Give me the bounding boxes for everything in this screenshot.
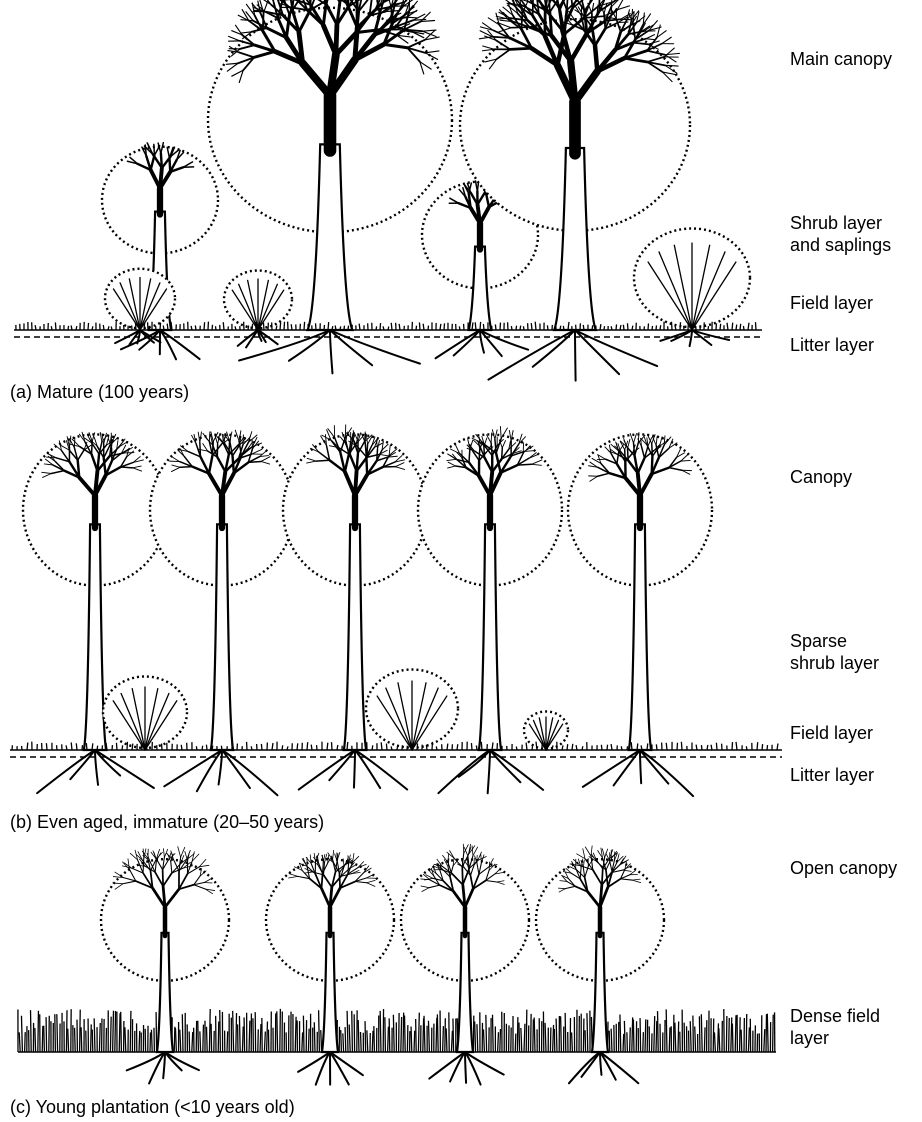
canopy-tree-2 xyxy=(150,430,294,795)
mature-trees xyxy=(102,0,750,381)
label-field-layer: Field layer xyxy=(790,722,873,744)
label-dense-field-layer: Dense field layer xyxy=(790,1005,880,1049)
even-aged-woodland-illustration xyxy=(0,410,922,840)
canopy-tree-5 xyxy=(568,433,712,797)
dense-field-layer xyxy=(18,1009,776,1052)
label-field-layer: Field layer xyxy=(790,292,873,314)
mature-woodland-illustration xyxy=(0,0,922,410)
panel-young-plantation: Open canopy Dense field layer (c) Young … xyxy=(0,840,922,1122)
panel-mature: Main canopy Shrub layer and saplings Fie… xyxy=(0,0,922,410)
shrub-middle xyxy=(366,670,458,751)
shrub-left xyxy=(103,677,187,751)
label-shrub-layer: Shrub layer and saplings xyxy=(790,212,891,256)
label-litter-layer: Litter layer xyxy=(790,334,874,356)
even-aged-trees xyxy=(23,425,712,796)
panel-even-aged: Canopy Sparse shrub layer Field layer Li… xyxy=(0,410,922,840)
sapling-mid xyxy=(224,271,292,348)
tree-large-right xyxy=(460,0,690,381)
caption-young-plantation: (c) Young plantation (<10 years old) xyxy=(10,1096,295,1118)
young-plantation-illustration xyxy=(0,840,922,1122)
caption-even-aged: (b) Even aged, immature (20–50 years) xyxy=(10,811,324,833)
label-canopy: Canopy xyxy=(790,466,852,488)
caption-mature: (a) Mature (100 years) xyxy=(10,381,189,403)
label-litter-layer: Litter layer xyxy=(790,764,874,786)
label-sparse-shrub-layer: Sparse shrub layer xyxy=(790,630,879,674)
label-open-canopy: Open canopy xyxy=(790,857,897,879)
label-main-canopy: Main canopy xyxy=(790,48,892,70)
